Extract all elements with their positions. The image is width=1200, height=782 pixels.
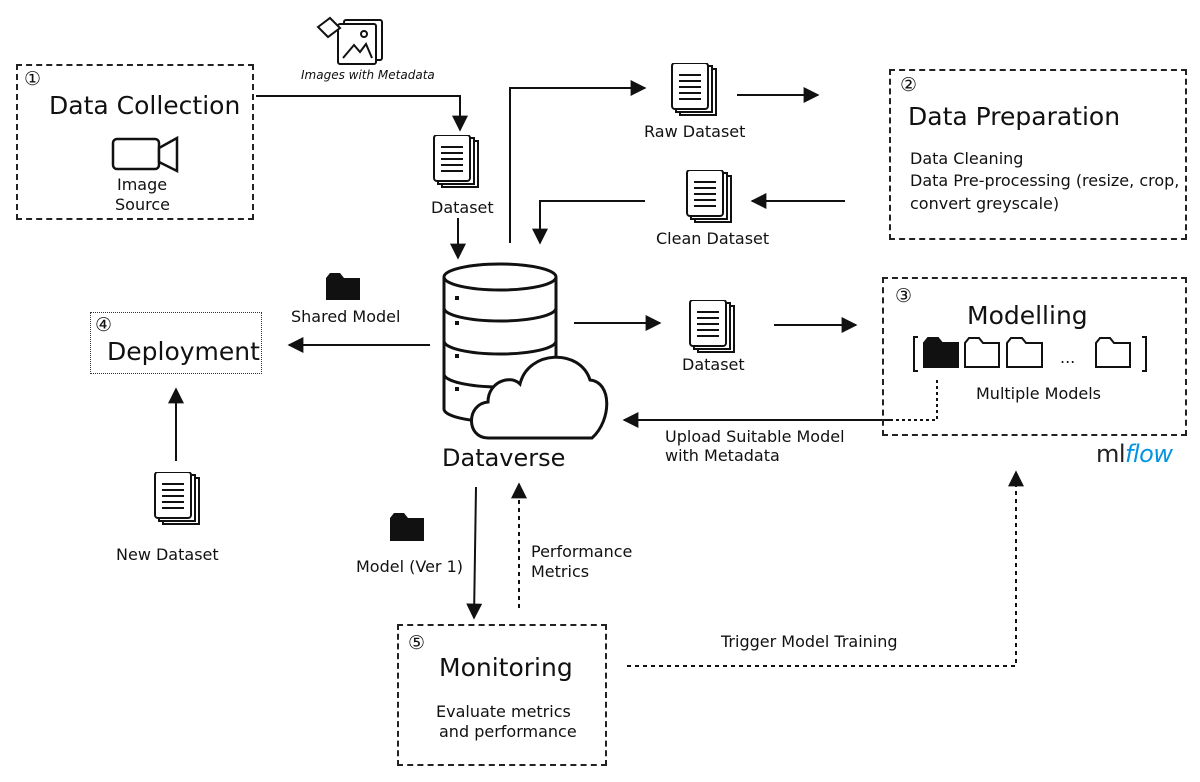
dataset-mid-icon[interactable] — [688, 300, 738, 356]
stage-number-4: ④ — [95, 314, 113, 336]
new-dataset-icon[interactable] — [153, 472, 203, 528]
prep-line-greyscale: convert greyscale) — [910, 194, 1060, 213]
deployment-title: Deployment — [107, 337, 260, 366]
stage-number-3: ③ — [895, 285, 913, 307]
model-folders — [913, 336, 1147, 372]
arrow-clean-to-dataverse — [532, 200, 645, 245]
arrow-dataverse-to-raw — [509, 80, 647, 243]
data-collection-title: Data Collection — [49, 91, 241, 120]
monitoring-line2: and performance — [439, 722, 577, 741]
arrow-dataverse-to-monitoring — [466, 486, 483, 620]
monitoring-title: Monitoring — [439, 653, 573, 682]
prep-line-cleaning: Data Cleaning — [910, 149, 1024, 168]
mlflow-logo-flow: flow — [1125, 440, 1173, 468]
shared-model-label: Shared Model — [291, 307, 401, 326]
modelling-title: Modelling — [967, 301, 1088, 330]
data-preparation-title: Data Preparation — [908, 102, 1121, 131]
mlflow-logo-ml: ml — [1096, 440, 1126, 468]
upload-label-line2: with Metadata — [665, 446, 780, 465]
arrow-collection-to-dataset — [256, 95, 468, 132]
stage-number-1: ① — [24, 68, 42, 90]
monitoring-box[interactable]: ⑤ Monitoring Evaluate metrics and perfor… — [397, 624, 607, 766]
model-v1-label: Model (Ver 1) — [356, 557, 463, 576]
dataset-top-icon[interactable] — [432, 135, 482, 191]
clean-dataset-label: Clean Dataset — [656, 229, 770, 248]
performance-label-line1: Performance — [531, 542, 633, 561]
arrow-trigger-training — [627, 470, 1024, 667]
stage-number-5: ⑤ — [408, 632, 426, 654]
upload-label-line1: Upload Suitable Model — [665, 427, 845, 446]
new-dataset-label: New Dataset — [116, 545, 219, 564]
dataset-mid-label: Dataset — [682, 355, 745, 374]
dataset-top-label: Dataset — [431, 198, 494, 217]
dotted-model-to-upload — [890, 380, 938, 421]
stage-number-2: ② — [900, 74, 918, 96]
shared-model-folder-icon — [326, 273, 360, 300]
camera-icon — [111, 135, 179, 174]
model-v1-folder-icon — [390, 513, 424, 541]
multiple-models-label: Multiple Models — [976, 384, 1102, 403]
trigger-training-label: Trigger Model Training — [721, 632, 898, 651]
data-preparation-box[interactable]: ② Data Preparation Data Cleaning Data Pr… — [889, 69, 1187, 240]
image-source-line1: Image — [117, 175, 168, 194]
modelling-box[interactable]: ③ Modelling ... Multiple Models — [882, 277, 1187, 436]
folders-ellipsis: ... — [1060, 348, 1076, 367]
image-source-line2: Source — [115, 195, 170, 214]
data-collection-box[interactable]: ① Data Collection Image Source — [16, 64, 254, 220]
images-metadata-label: Images with Metadata — [301, 68, 435, 82]
dataverse-label: Dataverse — [442, 444, 566, 472]
raw-dataset-icon[interactable] — [670, 63, 720, 119]
raw-dataset-label: Raw Dataset — [644, 122, 746, 141]
clean-dataset-icon[interactable] — [685, 170, 735, 226]
mlflow-logo[interactable]: mlflow — [1096, 440, 1173, 468]
monitoring-line1: Evaluate metrics — [436, 702, 571, 721]
prep-line-preprocessing: Data Pre-processing (resize, crop, — [910, 171, 1180, 190]
deployment-box[interactable]: ④ Deployment — [90, 312, 262, 374]
image-tag-icon — [316, 16, 383, 65]
database-cloud-icon — [442, 262, 609, 440]
performance-label-line2: Metrics — [531, 562, 590, 581]
